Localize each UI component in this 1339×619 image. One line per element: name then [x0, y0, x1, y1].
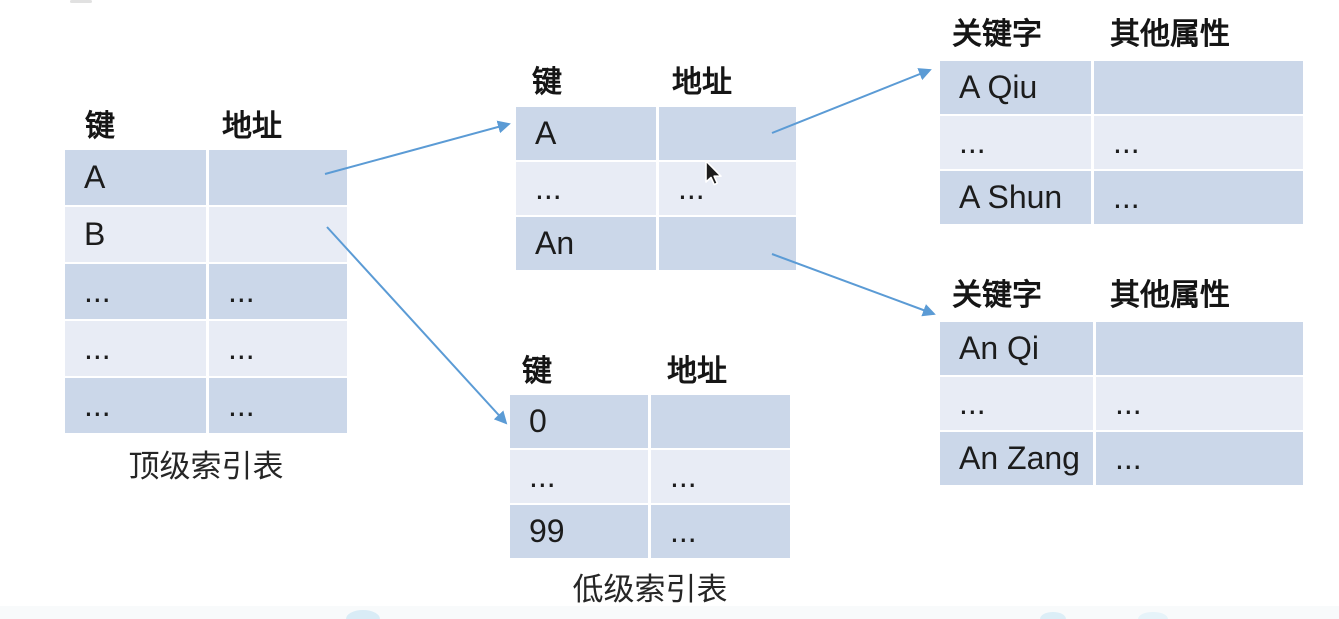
column-header-keyword: 关键字 — [952, 279, 1042, 312]
column-header-keyword: 关键字 — [952, 18, 1042, 51]
key-cell: ... — [516, 162, 656, 215]
key-cell: 0 — [510, 395, 648, 448]
record-table-a: A Qiu ... ... A Shun ... — [940, 61, 1303, 224]
table-row: B — [65, 207, 347, 262]
keyword-cell: ... — [940, 377, 1093, 430]
column-header-attrs: 其他属性 — [1110, 18, 1230, 51]
table-row: An Zang ... — [940, 432, 1303, 485]
key-cell: ... — [65, 264, 206, 319]
keyword-cell: A Qiu — [940, 61, 1091, 114]
table-caption-top-level: 顶级索引表 — [128, 449, 284, 484]
address-cell — [209, 150, 347, 205]
table-row: A — [516, 107, 796, 160]
table-row: ... ... — [510, 450, 790, 503]
address-cell: ... — [209, 378, 347, 433]
column-header-address: 地址 — [667, 355, 727, 388]
attr-cell: ... — [1096, 432, 1303, 485]
address-cell: ... — [651, 450, 790, 503]
address-cell: ... — [209, 321, 347, 376]
attr-cell — [1096, 322, 1303, 375]
arrow-mid-to-record-an — [771, 253, 936, 317]
column-header-key: 键 — [85, 110, 115, 143]
column-header-address: 地址 — [672, 66, 732, 99]
table-row: ... ... — [65, 264, 347, 319]
keyword-cell: ... — [940, 116, 1091, 169]
record-table-an: An Qi ... ... An Zang ... — [940, 322, 1303, 485]
table-row: ... ... — [65, 378, 347, 433]
top-level-index-table: A B ... ... ... ... ... ... — [65, 150, 347, 433]
key-cell: ... — [65, 378, 206, 433]
address-cell — [651, 395, 790, 448]
arrow-top-to-low — [326, 226, 508, 425]
table-row: A Qiu — [940, 61, 1303, 114]
attr-cell: ... — [1094, 171, 1303, 224]
attr-cell — [1094, 61, 1303, 114]
keyword-cell: A Shun — [940, 171, 1091, 224]
address-cell: ... — [651, 505, 790, 558]
screen-artifact — [346, 610, 380, 619]
table-caption-low-level: 低级索引表 — [572, 572, 728, 607]
key-cell: ... — [510, 450, 648, 503]
table-row: 99 ... — [510, 505, 790, 558]
address-cell: ... — [659, 162, 796, 215]
attr-cell: ... — [1096, 377, 1303, 430]
table-row: ... ... — [940, 377, 1303, 430]
table-row: A — [65, 150, 347, 205]
keyword-cell: An Qi — [940, 322, 1093, 375]
column-header-key: 键 — [522, 355, 552, 388]
attr-cell: ... — [1094, 116, 1303, 169]
table-row: 0 — [510, 395, 790, 448]
column-header-address: 地址 — [222, 110, 282, 143]
address-cell — [659, 217, 796, 270]
table-row: A Shun ... — [940, 171, 1303, 224]
column-header-key: 键 — [532, 66, 562, 99]
address-cell: ... — [209, 264, 347, 319]
bottom-band — [0, 606, 1339, 619]
mid-level-index-table: A ... ... An — [516, 107, 796, 270]
address-cell — [209, 207, 347, 262]
key-cell: ... — [65, 321, 206, 376]
key-cell: B — [65, 207, 206, 262]
screen-artifact — [70, 0, 92, 3]
table-row: An — [516, 217, 796, 270]
table-row: An Qi — [940, 322, 1303, 375]
table-row: ... ... — [940, 116, 1303, 169]
screen-artifact — [1138, 612, 1168, 619]
low-level-index-table: 0 ... ... 99 ... — [510, 395, 790, 558]
screen-artifact — [1040, 612, 1066, 619]
column-header-attrs: 其他属性 — [1110, 279, 1230, 312]
key-cell: An — [516, 217, 656, 270]
table-row: ... ... — [65, 321, 347, 376]
key-cell: A — [65, 150, 206, 205]
table-row: ... ... — [516, 162, 796, 215]
arrow-top-to-mid — [324, 120, 511, 175]
keyword-cell: An Zang — [940, 432, 1093, 485]
key-cell: A — [516, 107, 656, 160]
key-cell: 99 — [510, 505, 648, 558]
address-cell — [659, 107, 796, 160]
